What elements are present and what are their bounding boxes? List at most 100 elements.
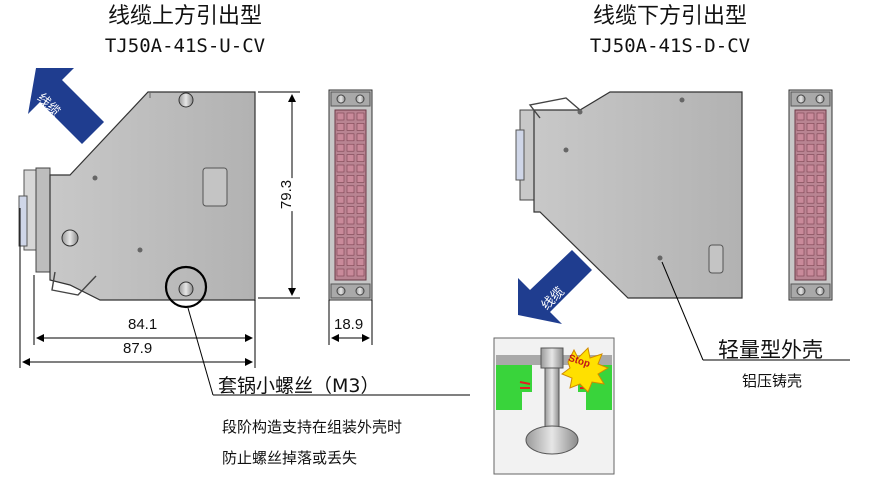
pin xyxy=(806,258,815,266)
right-cable-arrow-icon xyxy=(518,250,592,324)
pin xyxy=(356,216,365,225)
shell-label: 轻量型外壳 xyxy=(718,338,823,362)
pin xyxy=(806,195,815,204)
pin xyxy=(336,237,345,246)
dimension-widths xyxy=(19,208,256,368)
right-title: 线缆下方引出型 xyxy=(592,4,747,29)
pin-array xyxy=(796,112,825,277)
screw-stop-inset xyxy=(493,337,615,475)
pin xyxy=(806,164,815,173)
pin xyxy=(336,227,345,235)
pin xyxy=(336,247,345,256)
pin xyxy=(346,143,355,152)
left-model: TJ50A-41S-U-CV xyxy=(104,35,266,57)
pin xyxy=(796,247,805,256)
pin xyxy=(346,247,355,256)
dimension-height-label: 79.3 xyxy=(278,177,296,212)
pin xyxy=(356,133,365,142)
pin xyxy=(816,133,825,142)
pin xyxy=(806,185,815,194)
pin xyxy=(816,216,825,225)
pin xyxy=(356,258,365,266)
left-connector-side-view xyxy=(18,91,256,309)
pin xyxy=(346,185,355,194)
screw-label: 套锅小螺丝（M3） xyxy=(218,375,380,397)
pin xyxy=(796,164,805,173)
pin xyxy=(816,154,825,162)
pin xyxy=(346,227,355,235)
pin xyxy=(356,123,365,131)
pin xyxy=(356,175,365,183)
pin xyxy=(336,195,345,204)
pin xyxy=(336,123,345,131)
dimension-depth-label: 18.9 xyxy=(334,316,364,333)
pin xyxy=(346,123,355,131)
pin xyxy=(816,123,825,131)
pin xyxy=(356,154,365,162)
pin xyxy=(806,133,815,142)
pin xyxy=(806,143,815,152)
pin xyxy=(346,206,355,214)
pin xyxy=(806,112,815,121)
pin xyxy=(336,258,345,266)
pin xyxy=(336,268,345,277)
pin xyxy=(816,247,825,256)
pin xyxy=(816,258,825,266)
pin xyxy=(346,112,355,121)
screw-note-line1: 段阶构造支持在组装外壳时 xyxy=(222,418,403,436)
pin xyxy=(806,123,815,131)
pin xyxy=(356,185,365,194)
pin xyxy=(796,227,805,235)
pin xyxy=(796,206,805,214)
pin-array xyxy=(336,112,365,277)
screw-highlight-circle xyxy=(164,265,208,309)
pin xyxy=(356,247,365,256)
pin xyxy=(346,164,355,173)
pin xyxy=(806,175,815,183)
pin xyxy=(816,164,825,173)
screw-leader-line xyxy=(187,307,470,396)
shell-sub-label: 铝压铸壳 xyxy=(742,372,803,390)
pin xyxy=(816,175,825,183)
pin xyxy=(346,154,355,162)
pin xyxy=(806,227,815,235)
pin xyxy=(806,216,815,225)
pin xyxy=(816,237,825,246)
pin xyxy=(816,206,825,214)
pin xyxy=(356,164,365,173)
pin xyxy=(796,143,805,152)
pin xyxy=(806,247,815,256)
pin xyxy=(816,268,825,277)
pin xyxy=(816,227,825,235)
dimension-width-outer-label: 87.9 xyxy=(123,340,153,357)
pin xyxy=(816,143,825,152)
pin xyxy=(336,112,345,121)
pin xyxy=(806,237,815,246)
pin xyxy=(796,154,805,162)
pin xyxy=(336,154,345,162)
pin xyxy=(806,154,815,162)
pin xyxy=(336,216,345,225)
pin xyxy=(346,237,355,246)
pin xyxy=(356,268,365,277)
pin xyxy=(806,206,815,214)
right-connector-side-view xyxy=(515,91,850,361)
left-cable-arrow-icon xyxy=(28,68,104,144)
pin xyxy=(796,258,805,266)
pin xyxy=(816,195,825,204)
pin xyxy=(346,195,355,204)
pin xyxy=(796,268,805,277)
right-model: TJ50A-41S-D-CV xyxy=(589,35,751,57)
pin xyxy=(336,206,345,214)
pin xyxy=(336,175,345,183)
pin xyxy=(336,185,345,194)
pin xyxy=(356,112,365,121)
pin xyxy=(356,206,365,214)
pin xyxy=(346,268,355,277)
pin xyxy=(816,112,825,121)
pin xyxy=(346,175,355,183)
pin xyxy=(796,175,805,183)
pin xyxy=(796,185,805,194)
pin xyxy=(336,164,345,173)
